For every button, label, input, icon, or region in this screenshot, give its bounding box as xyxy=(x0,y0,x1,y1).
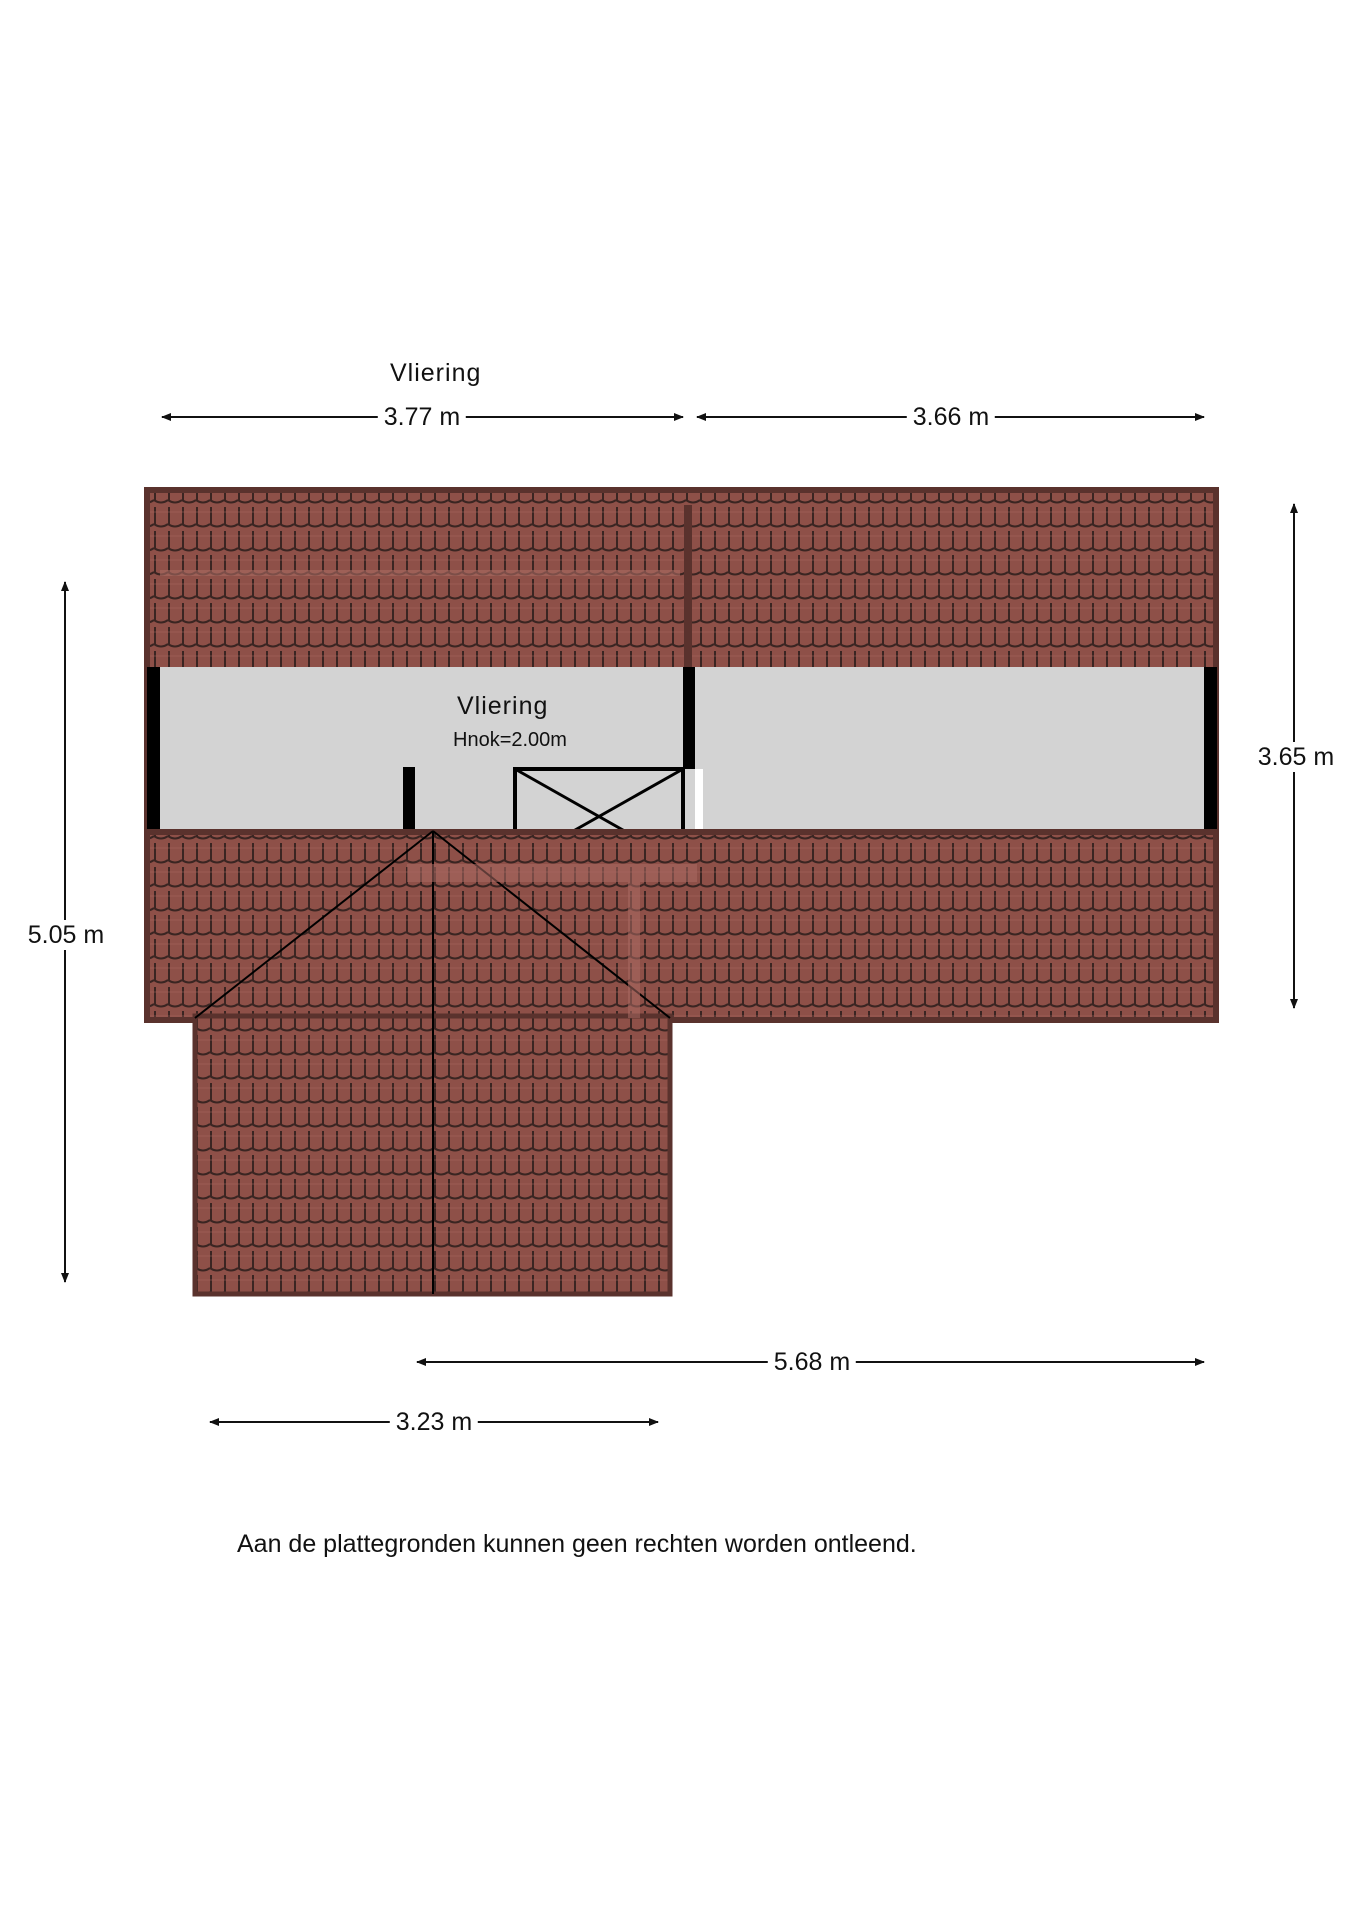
dim-right: 3.65 m xyxy=(1251,742,1341,772)
dim-left: 5.05 m xyxy=(21,920,111,950)
wall-right xyxy=(1204,667,1217,832)
stair-roof-shade xyxy=(407,864,697,882)
lower-roof-outline xyxy=(144,829,1219,1023)
wall-left xyxy=(147,667,160,832)
room-ridge-height: Hnok=2.00m xyxy=(453,729,567,751)
dim-bottom-wide: 5.68 m xyxy=(767,1347,857,1377)
roof-divider xyxy=(684,505,692,667)
plan-title: Vliering xyxy=(390,359,482,387)
wall-stub xyxy=(403,767,415,832)
wall-gap-white xyxy=(695,769,703,832)
top-left-dormer-shade xyxy=(160,570,680,576)
dim-bottom-narrow: 3.23 m xyxy=(389,1407,479,1437)
room-name: Vliering xyxy=(457,692,549,720)
disclaimer-text: Aan de plattegronden kunnen geen rechten… xyxy=(237,1530,917,1558)
wing-hip-left xyxy=(194,830,434,1019)
wall-middle xyxy=(683,667,695,769)
dim-top-right: 3.66 m xyxy=(906,402,996,432)
dim-top-left: 3.77 m xyxy=(377,402,467,432)
stair-roof-shade-side xyxy=(628,882,640,1018)
